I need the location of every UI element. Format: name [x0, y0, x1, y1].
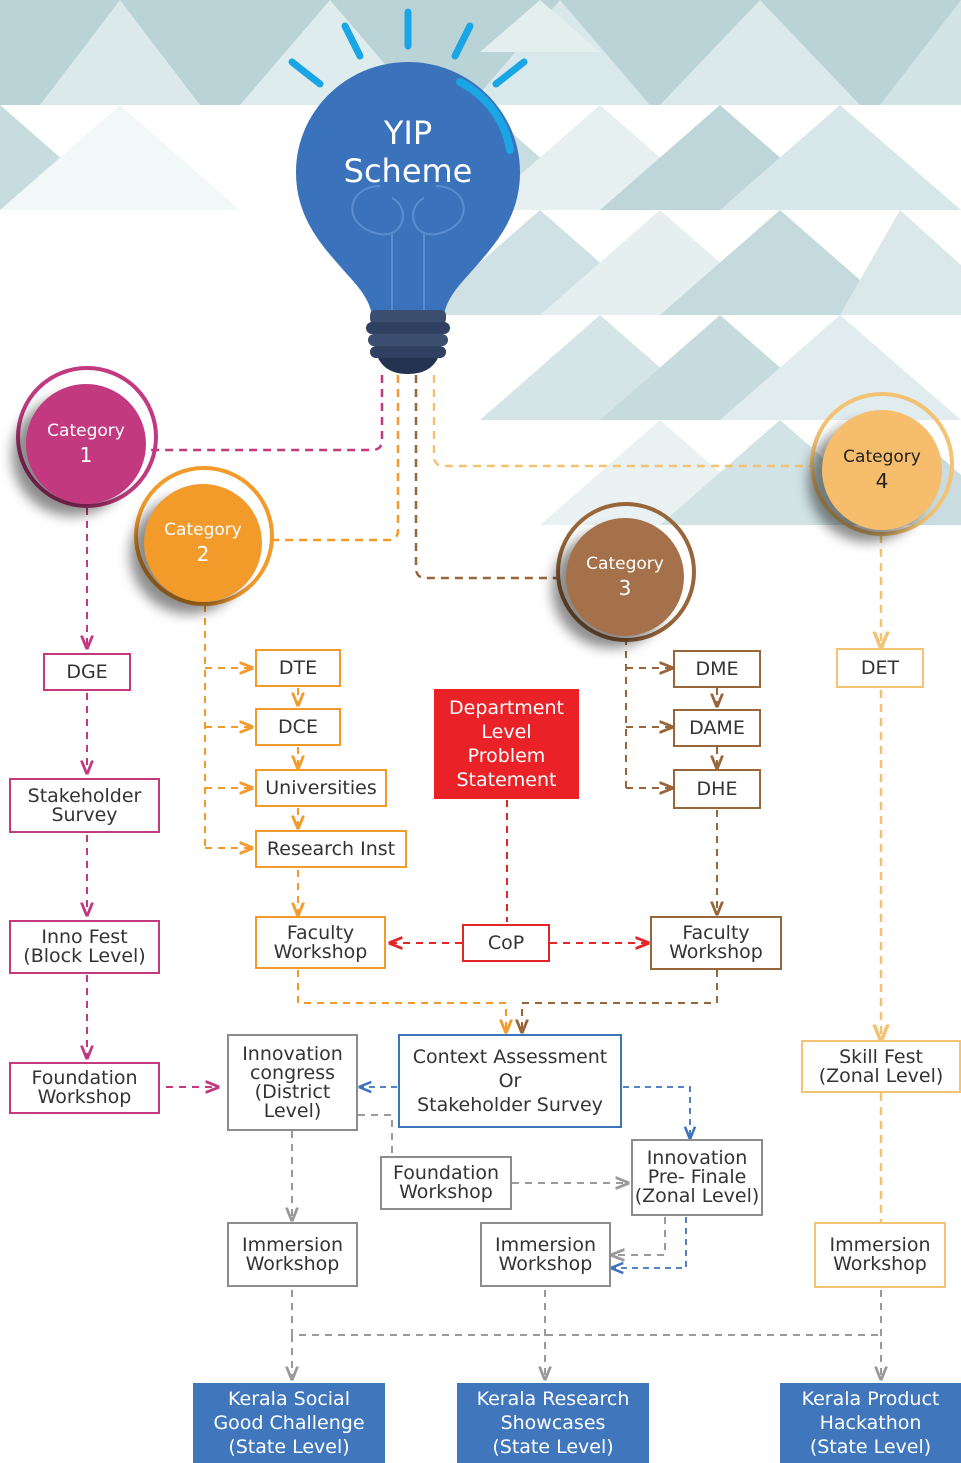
category-3-circle: Category 3	[566, 518, 684, 636]
skill-fest-box: Skill Fest (Zonal Level)	[801, 1040, 961, 1093]
problem-statement-box: Department Level Problem Statement	[434, 689, 579, 799]
det-box: DET	[836, 648, 924, 688]
kerala-research-showcases-box: Kerala Research Showcases (State Level)	[457, 1383, 649, 1463]
innovation-congress-box: Innovation congress (District Level)	[227, 1034, 358, 1131]
universities-box: Universities	[255, 769, 387, 807]
dhe-box: DHE	[673, 769, 761, 809]
category-2-number: 2	[196, 542, 210, 566]
kerala-product-hackathon-box: Kerala Product Hackathon (State Level)	[780, 1383, 961, 1463]
dame-box: DAME	[673, 709, 761, 747]
context-assessment-box: Context Assessment Or Stakeholder Survey	[398, 1034, 622, 1128]
category-4-number: 4	[875, 469, 889, 493]
yip-scheme-title: YIP Scheme	[343, 114, 473, 190]
category-2-ring	[134, 466, 274, 606]
category-2-circle: Category 2	[144, 484, 262, 602]
category-3-number: 3	[618, 576, 632, 600]
category-3-label: Category	[586, 554, 664, 574]
category-1-ring	[16, 366, 158, 508]
faculty-workshop-orange-box: Faculty Workshop	[255, 916, 386, 969]
immersion-workshop-mid-box: Immersion Workshop	[480, 1222, 611, 1287]
category-1-number: 1	[79, 443, 93, 467]
faculty-workshop-brown-box: Faculty Workshop	[650, 916, 782, 970]
inno-fest-box: Inno Fest (Block Level)	[9, 920, 160, 974]
foundation-workshop-gray-box: Foundation Workshop	[380, 1156, 512, 1210]
innovation-prefinale-box: Innovation Pre- Finale (Zonal Level)	[631, 1139, 763, 1216]
category-4-ring	[810, 392, 954, 536]
dme-box: DME	[673, 650, 761, 688]
category-4-label: Category	[843, 447, 921, 467]
category-1-label: Category	[47, 421, 125, 441]
kerala-social-good-box: Kerala Social Good Challenge (State Leve…	[193, 1383, 385, 1463]
category-1-circle: Category 1	[26, 384, 146, 504]
dce-box: DCE	[255, 708, 341, 746]
bulb-rays	[288, 8, 528, 88]
dte-box: DTE	[255, 649, 341, 687]
cop-box: CoP	[462, 924, 550, 962]
dge-box: DGE	[43, 653, 131, 691]
category-2-label: Category	[164, 520, 242, 540]
category-4-circle: Category 4	[822, 410, 942, 530]
category-3-ring	[556, 502, 696, 642]
immersion-workshop-left-box: Immersion Workshop	[227, 1222, 358, 1287]
immersion-workshop-yellow-box: Immersion Workshop	[814, 1222, 946, 1288]
stakeholder-survey-box: Stakeholder Survey	[9, 778, 160, 833]
research-inst-box: Research Inst	[255, 830, 407, 868]
foundation-workshop-pink-box: Foundation Workshop	[9, 1062, 160, 1114]
